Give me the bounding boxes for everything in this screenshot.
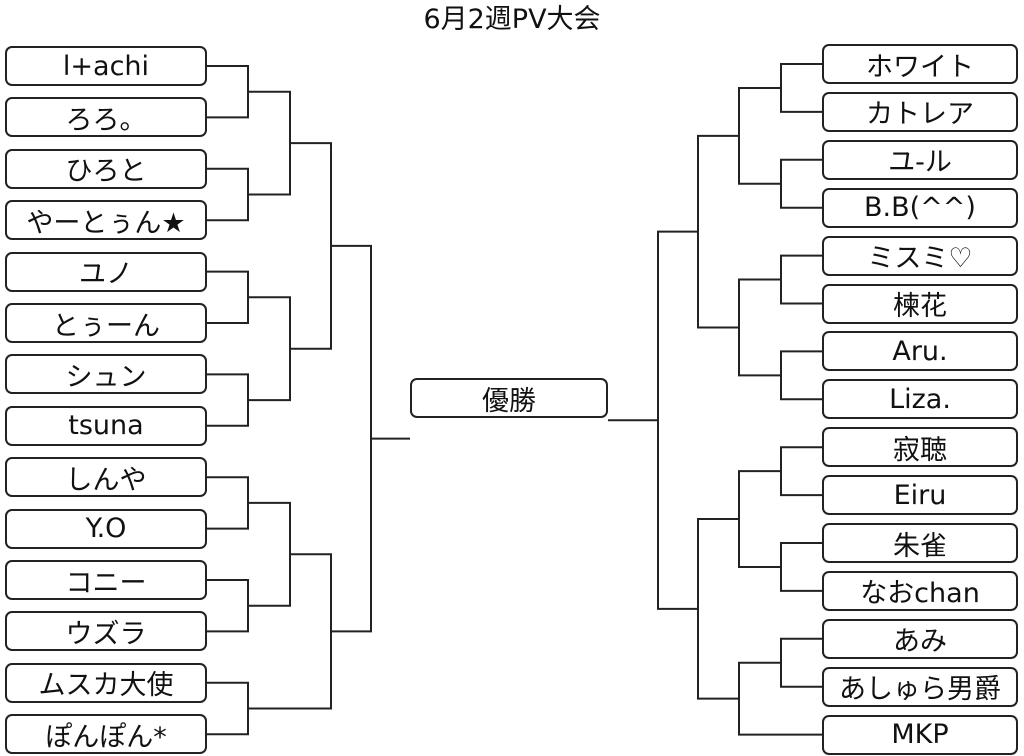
left-r1-line-4 [207,373,249,427]
right-entrant-11: 朱雀 [822,523,1018,563]
right-entrant-14: あしゅら男爵 [822,666,1018,707]
left-r2-line-2 [248,296,291,402]
left-r2-line-1 [248,90,291,196]
right-r1-line-7 [780,637,822,688]
left-entrant-13: ムスカ大使 [5,662,207,703]
left-r1-line-2 [207,167,249,222]
left-r1-line-5 [207,476,249,530]
left-r1-line-1 [207,65,249,119]
right-r3-line-1 [697,134,739,329]
left-entrant-2: ろろ。 [5,97,207,138]
right-entrant-7: Aru. [822,331,1018,372]
right-entrant-9: 寂聴 [822,427,1018,468]
left-entrant-14: ぽんぽん* [5,714,207,755]
right-entrant-15: MKP [822,714,1018,755]
left-entrant-10: Y.O [5,508,207,549]
left-entrant-8: tsuna [5,405,207,446]
left-r1-line-3 [207,270,249,324]
right-r2-line-1 [738,86,781,185]
left-r3-line-2 [290,553,332,710]
right-r1-line-3 [780,254,822,305]
right-entrant-1: ホワイト [822,44,1018,84]
right-r2-line-3 [738,470,781,568]
left-entrant-4: やーとぅん★ [5,200,207,241]
right-r1-line-4 [780,350,822,401]
left-entrant-11: コニー [5,560,207,600]
right-entrant-4: B.B(^^) [822,187,1018,228]
left-r4-line [331,244,372,633]
left-entrant-6: とぅーん [5,303,207,343]
right-r1-line-2 [780,158,822,209]
right-entrant-2: カトレア [822,91,1018,132]
right-r1-line-5 [780,446,822,497]
left-entrant-12: ウズラ [5,611,207,652]
right-entrant-3: ユ-ル [822,139,1018,180]
right-r1-line-6 [780,542,822,592]
left-entrant-9: しんや [5,457,207,498]
bracket-title: 6月2週PV大会 [423,4,601,35]
right-entrant-6: 楝花 [822,283,1018,324]
right-r4-line [657,230,698,610]
left-entrant-7: シュン [5,354,207,395]
right-entrant-12: なおchan [822,570,1018,611]
left-entrant-3: ひろと [5,148,207,189]
right-entrant-10: Eiru [822,475,1018,516]
left-r2-line-3 [248,501,291,607]
right-entrant-8: Liza. [822,379,1018,420]
right-entrant-5: ミスミ♡ [822,235,1018,276]
champion-box: 優勝 [410,378,608,418]
left-r1-line-7 [207,681,249,736]
right-r3-line-2 [697,518,739,700]
right-entrant-13: あみ [822,618,1018,659]
left-r1-line-6 [207,579,249,633]
right-r2-line-2 [738,278,781,377]
right-r1-line-1 [780,63,822,113]
left-entrant-5: ユノ [5,251,207,292]
left-r3-line-1 [290,142,332,350]
left-entrant-1: l+achi [5,46,207,86]
